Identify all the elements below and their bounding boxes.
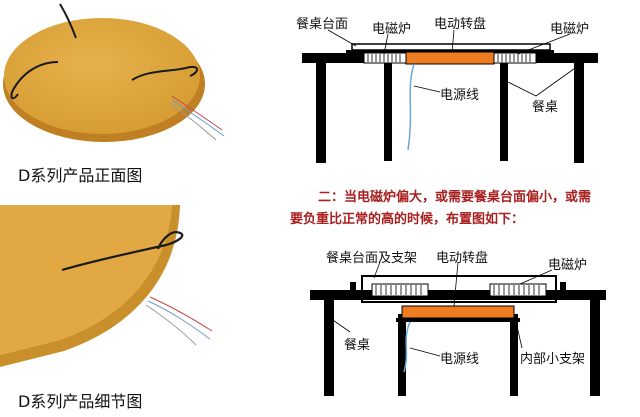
d2-inner-leg-left (398, 314, 406, 396)
d2-cooker-right (489, 283, 547, 297)
thin-wire-blue (171, 99, 225, 137)
closeup-thin-wire-grey (145, 304, 197, 346)
front-photo-caption: D系列产品正面图 (18, 166, 143, 185)
front-photo-drawing (3, 3, 225, 142)
d2-table-top (310, 290, 606, 300)
d2-leg-left (324, 300, 334, 396)
d1-power-cable (407, 63, 415, 151)
d1-label-cooker-left: 电磁炉 (372, 22, 412, 37)
d1-label-table-top: 餐桌台面 (296, 17, 349, 32)
wire-top (59, 3, 77, 39)
d2-inner-leg-right (510, 314, 518, 396)
disc-closeup-edge (0, 205, 180, 367)
wire-left (10, 61, 59, 100)
d1-leg-inner-left (384, 63, 392, 161)
closeup-thin-wire-blue (147, 300, 211, 340)
d1-leg-right (574, 63, 584, 163)
thin-wire-grey (169, 103, 217, 141)
d1-lazy-susan-plate (346, 50, 554, 53)
d2-turntable (401, 305, 515, 319)
d2-label-cooker: 电磁炉 (548, 258, 588, 273)
d1-table-top (302, 53, 598, 63)
d1-turntable (405, 51, 495, 65)
closeup-wire (61, 231, 184, 272)
d2-bracket-frame (361, 275, 557, 303)
d1-glass-top (351, 43, 551, 51)
d1-label-turntable: 电动转盘 (434, 17, 487, 32)
d2-label-power-cable: 电源线 (440, 352, 480, 367)
disc-closeup-face (0, 205, 172, 355)
d1-cooker-left (363, 52, 407, 64)
d1-cooker-right (493, 52, 537, 64)
closeup-thin-wire-red (149, 296, 213, 332)
d2-power-cable (403, 321, 411, 373)
d2-label-inner-bracket: 内部小支架 (520, 352, 586, 367)
disc-face (4, 18, 200, 134)
d2-inner-bracket (396, 318, 520, 322)
d1-label-table: 餐桌 (532, 100, 559, 115)
d1-leg-left (316, 63, 326, 163)
d1-leg-inner-right (500, 63, 508, 161)
d2-label-turntable: 电动转盘 (436, 251, 489, 266)
d1-label-cooker-right: 电磁炉 (550, 22, 590, 37)
layout-note-line-2: 要负重比正常的高的时候，布置图如下： (290, 212, 525, 227)
layout-note-line-1: 二：当电磁炉偏大，或需要餐桌台面偏小，或需 (318, 190, 592, 205)
detail-photo-drawing (0, 205, 213, 367)
detail-photo-caption: D系列产品细节图 (18, 392, 143, 411)
thin-wire-red (171, 95, 223, 131)
product-front-photo (0, 0, 240, 150)
d2-cooker-left (371, 283, 429, 297)
d2-leg-right (590, 300, 600, 396)
d2-label-table: 餐桌 (344, 338, 371, 353)
product-detail-photo (0, 205, 240, 375)
d1-label-power-cable: 电源线 (440, 88, 480, 103)
d2-label-top-and-bracket: 餐桌台面及支架 (326, 251, 418, 266)
wire-right (131, 66, 198, 81)
